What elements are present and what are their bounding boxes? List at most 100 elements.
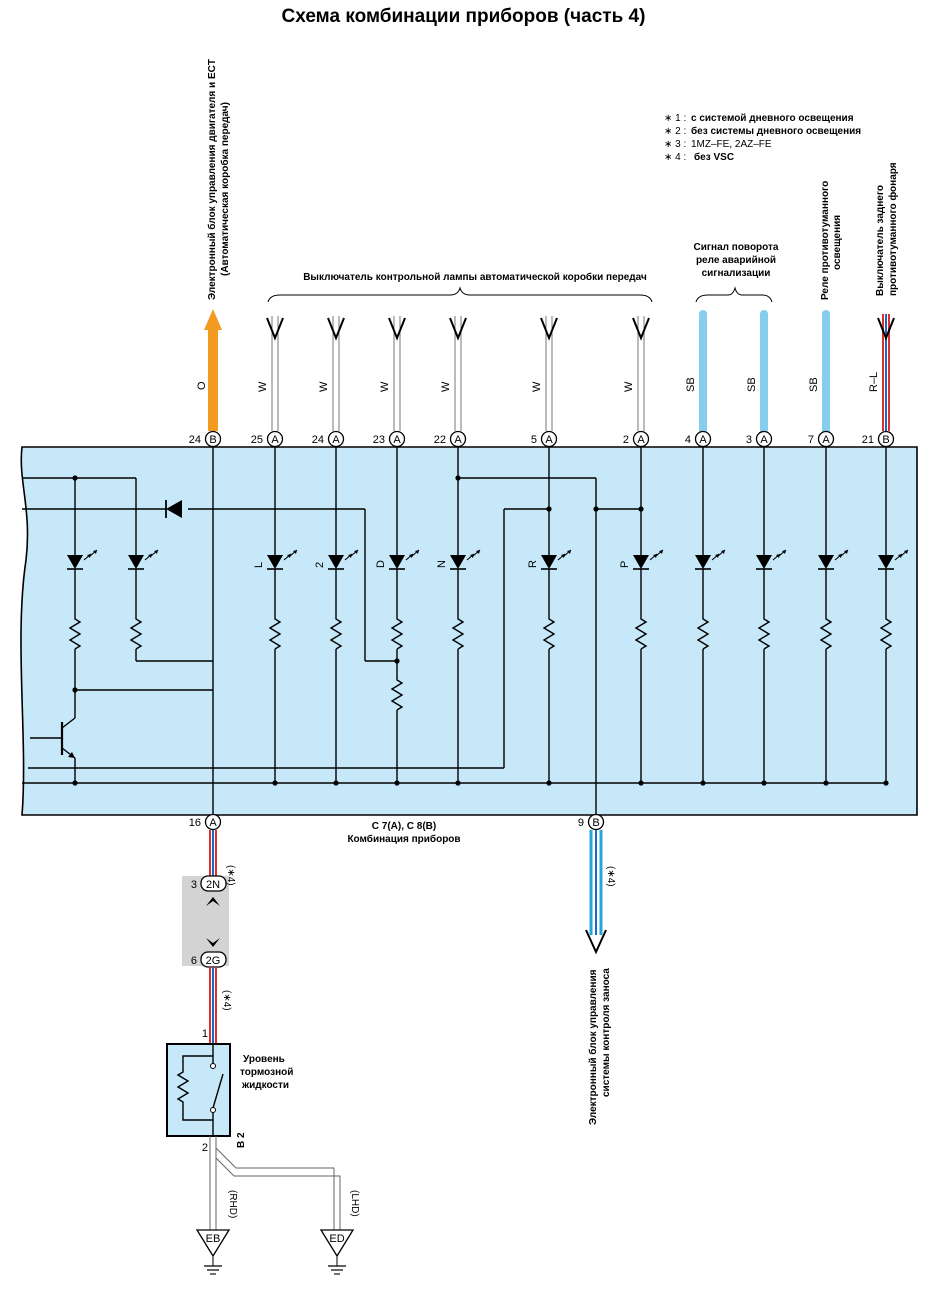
led-icon bbox=[818, 555, 834, 569]
pin-circle bbox=[388, 430, 406, 448]
led-ray-arrow bbox=[148, 554, 152, 558]
wire-color-label: SB bbox=[746, 377, 758, 392]
ground-label: EB bbox=[206, 1233, 221, 1245]
resistor-icon bbox=[390, 615, 404, 650]
led-label: D bbox=[375, 560, 387, 568]
led-icon bbox=[267, 555, 283, 569]
switch-contact bbox=[210, 1063, 216, 1069]
brake-fluid-label-3: жидкости bbox=[241, 1080, 289, 1091]
junction-dot bbox=[638, 506, 644, 512]
led-ray-arrow bbox=[844, 550, 848, 554]
led-icon bbox=[541, 555, 557, 569]
arrow-down-icon bbox=[388, 317, 406, 341]
at-switch-brace bbox=[267, 286, 653, 303]
pin-number: 23 bbox=[373, 434, 385, 446]
wire-color-label: W bbox=[379, 381, 391, 392]
turn-signal-label: Сигнал поворота bbox=[694, 242, 779, 253]
ecu-engine-label: Электронный блок управления двигателя и … bbox=[206, 59, 218, 300]
led-ray-arrow bbox=[567, 550, 571, 554]
pin-number: 3 bbox=[746, 434, 752, 446]
led-icon bbox=[67, 555, 83, 569]
pin-circle bbox=[327, 430, 345, 448]
pin-connector-letter: A bbox=[699, 434, 707, 446]
pin-connector-letter: A bbox=[637, 434, 645, 446]
arrow-down-icon bbox=[266, 317, 284, 341]
led-ray-arrow bbox=[653, 554, 657, 558]
svg-text:с системой дневного освещения: с системой дневного освещения bbox=[691, 113, 854, 124]
turn-signal-label-2: реле аварийной bbox=[696, 255, 776, 266]
arrow-down-icon bbox=[540, 317, 558, 341]
junction-connector bbox=[200, 875, 227, 892]
pin-circle bbox=[266, 430, 284, 448]
pin-connector-letter: A bbox=[760, 434, 768, 446]
led-label: P bbox=[619, 561, 631, 568]
svg-text:∗ 1 :: ∗ 1 : bbox=[664, 113, 686, 124]
arrow-down-icon bbox=[449, 317, 467, 341]
wire-white-edge bbox=[215, 1147, 335, 1230]
resistor-icon bbox=[696, 615, 710, 650]
svg-text:1MZ–FE, 2AZ–FE: 1MZ–FE, 2AZ–FE bbox=[691, 139, 772, 150]
led-ray-arrow bbox=[409, 554, 413, 558]
led-label: N bbox=[436, 560, 448, 568]
led-ray-arrow bbox=[721, 550, 725, 554]
led-icon bbox=[389, 555, 405, 569]
brake-fluid-label-2: тормозной bbox=[240, 1067, 293, 1078]
led-label: L bbox=[253, 562, 265, 568]
pin-number: 3 bbox=[191, 879, 197, 891]
led-icon bbox=[450, 555, 466, 569]
led-ray-arrow bbox=[470, 554, 474, 558]
led-icon bbox=[633, 555, 649, 569]
rear-fog-switch-label: Выключатель заднего bbox=[875, 185, 886, 296]
wire-color-label: SB bbox=[808, 377, 820, 392]
switch-icon bbox=[212, 1073, 224, 1109]
led-label: R bbox=[527, 560, 539, 568]
ecu-engine-label-2: (Автоматическая коробка передач) bbox=[219, 102, 231, 276]
chevron-down-icon bbox=[206, 938, 220, 947]
switch-contact bbox=[210, 1107, 216, 1113]
led-ray-arrow bbox=[93, 550, 97, 554]
led-icon bbox=[328, 555, 344, 569]
chevron-up-icon bbox=[206, 897, 220, 906]
pin-number: 2 bbox=[202, 1142, 208, 1154]
fog-relay-label: Реле противотуманного bbox=[820, 181, 831, 300]
combination-meter-panel bbox=[20, 446, 918, 816]
resistor-icon bbox=[451, 615, 465, 650]
led-icon bbox=[128, 555, 144, 569]
pin-connector-letter: A bbox=[545, 434, 553, 446]
arrow-down-icon bbox=[877, 317, 895, 341]
pin-number: 21 bbox=[862, 434, 874, 446]
note-tag: (∗4) bbox=[225, 865, 236, 886]
svg-text:∗ 4 :: ∗ 4 : bbox=[664, 152, 686, 163]
pin-circle bbox=[877, 430, 895, 448]
wire-color-label: W bbox=[440, 381, 452, 392]
pin-circle bbox=[632, 430, 650, 448]
wire-color-label: SB bbox=[685, 377, 697, 392]
led-ray-arrow bbox=[561, 554, 565, 558]
led-ray-arrow bbox=[715, 554, 719, 558]
lhd-label: (LHD) bbox=[349, 1190, 360, 1217]
ground-label: ED bbox=[329, 1233, 344, 1245]
resistor-icon bbox=[542, 615, 556, 650]
led-ray-arrow bbox=[415, 550, 419, 554]
page-title: Схема комбинации приборов (часть 4) bbox=[281, 6, 646, 27]
note-tag: (∗4) bbox=[605, 866, 616, 887]
svg-text:без VSC: без VSC bbox=[694, 151, 734, 163]
junction-connector-label: 2N bbox=[206, 879, 220, 891]
resistor-icon bbox=[879, 615, 893, 650]
arrow-down-icon bbox=[632, 317, 650, 341]
pin-number: 4 bbox=[685, 434, 691, 446]
vsc-ecu-label: Электронный блок управления bbox=[587, 969, 599, 1125]
led-ray-arrow bbox=[348, 554, 352, 558]
resistor-icon bbox=[819, 615, 833, 650]
svg-text:∗ 2 :: ∗ 2 : bbox=[664, 126, 686, 137]
wire-color-label: W bbox=[623, 381, 635, 392]
pin-number: 25 bbox=[251, 434, 263, 446]
wire-color-label: W bbox=[318, 381, 330, 392]
wire-color-label: W bbox=[531, 381, 543, 392]
svg-text:∗ 3 :: ∗ 3 : bbox=[664, 139, 686, 150]
resistor-icon bbox=[129, 615, 143, 650]
